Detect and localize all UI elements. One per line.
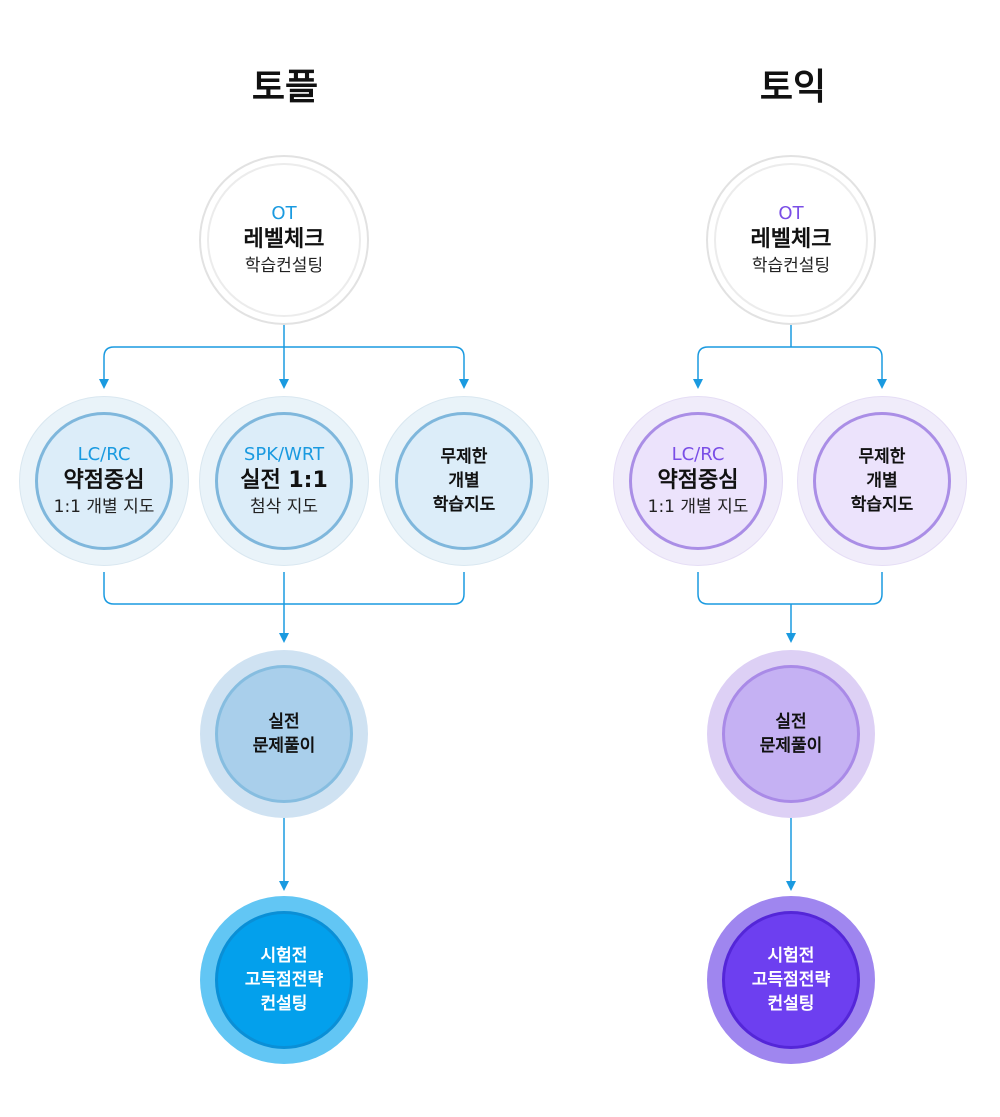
toeic-connector-split <box>708 346 883 358</box>
toeic-connector-merge <box>697 572 883 605</box>
toefl-final-node: 시험전 고득점전략 컨설팅 <box>200 896 368 1064</box>
toeic-final-node: 시험전 고득점전략 컨설팅 <box>707 896 875 1064</box>
toefl-start-node: OT 레벨체크 학습컨설팅 <box>199 155 369 325</box>
toefl-branch-unlimited-line3: 학습지도 <box>432 495 496 515</box>
toefl-branch-spkwrt-main: 실전 1:1 <box>240 468 328 493</box>
toefl-practice-line1: 실전 <box>268 712 300 732</box>
toefl-connector-merge <box>103 572 465 605</box>
toeic-start-sub: OT <box>778 203 804 224</box>
toeic-connector-left <box>693 346 709 389</box>
toeic-practice-line2: 문제풀이 <box>759 736 823 756</box>
toefl-connector-left <box>99 346 115 389</box>
toeic-branch-lcrc-desc: 1:1 개별 지도 <box>647 497 749 517</box>
toefl-connector-split <box>114 346 465 358</box>
toefl-branch-lcrc: LC/RC 약점중심 1:1 개별 지도 <box>19 396 189 566</box>
toefl-start-desc: 학습컨설팅 <box>244 256 324 276</box>
toefl-branch-lcrc-sub: LC/RC <box>77 444 131 465</box>
toefl-practice-line2: 문제풀이 <box>252 736 316 756</box>
toeic-branch-lcrc: LC/RC 약점중심 1:1 개별 지도 <box>613 396 783 566</box>
toeic-final-line2: 고득점전략 <box>751 970 831 990</box>
toeic-title: 토익 <box>759 67 827 108</box>
toefl-start-sub: OT <box>271 203 297 224</box>
toeic-branch-lcrc-sub: LC/RC <box>671 444 725 465</box>
toeic-branch-lcrc-main: 약점중심 <box>657 468 739 493</box>
toeic-branch-unlimited-line2: 개별 <box>866 471 898 491</box>
toefl-branch-unlimited-line1: 무제한 <box>440 447 488 467</box>
toeic-start-desc: 학습컨설팅 <box>751 256 831 276</box>
toefl-start-main: 레벨체크 <box>243 227 325 252</box>
toeic-practice-line1: 실전 <box>775 712 807 732</box>
toefl-branch-spkwrt: SPK/WRT 실전 1:1 첨삭 지도 <box>199 396 369 566</box>
toefl-branch-lcrc-main: 약점중심 <box>63 468 145 493</box>
toefl-final-line1: 시험전 <box>260 946 308 966</box>
toefl-branch-spkwrt-sub: SPK/WRT <box>243 444 325 465</box>
toefl-final-line2: 고득점전략 <box>244 970 324 990</box>
toefl-title: 토플 <box>251 67 319 108</box>
toeic-final-line3: 컨설팅 <box>767 994 815 1014</box>
toeic-branch-unlimited-line3: 학습지도 <box>850 495 914 515</box>
toefl-branch-lcrc-desc: 1:1 개별 지도 <box>53 497 155 517</box>
toefl-branch-spkwrt-desc: 첨삭 지도 <box>250 497 318 517</box>
toeic-branch-unlimited: 무제한 개별 학습지도 <box>797 396 967 566</box>
toeic-practice-node: 실전 문제풀이 <box>707 650 875 818</box>
toefl-final-line3: 컨설팅 <box>260 994 308 1014</box>
toeic-start-node: OT 레벨체크 학습컨설팅 <box>706 155 876 325</box>
toefl-branch-unlimited: 무제한 개별 학습지도 <box>379 396 549 566</box>
toeic-final-line1: 시험전 <box>767 946 815 966</box>
toefl-branch-unlimited-line2: 개별 <box>448 471 480 491</box>
toeic-start-main: 레벨체크 <box>750 227 832 252</box>
toeic-branch-unlimited-line1: 무제한 <box>858 447 906 467</box>
toefl-practice-node: 실전 문제풀이 <box>200 650 368 818</box>
